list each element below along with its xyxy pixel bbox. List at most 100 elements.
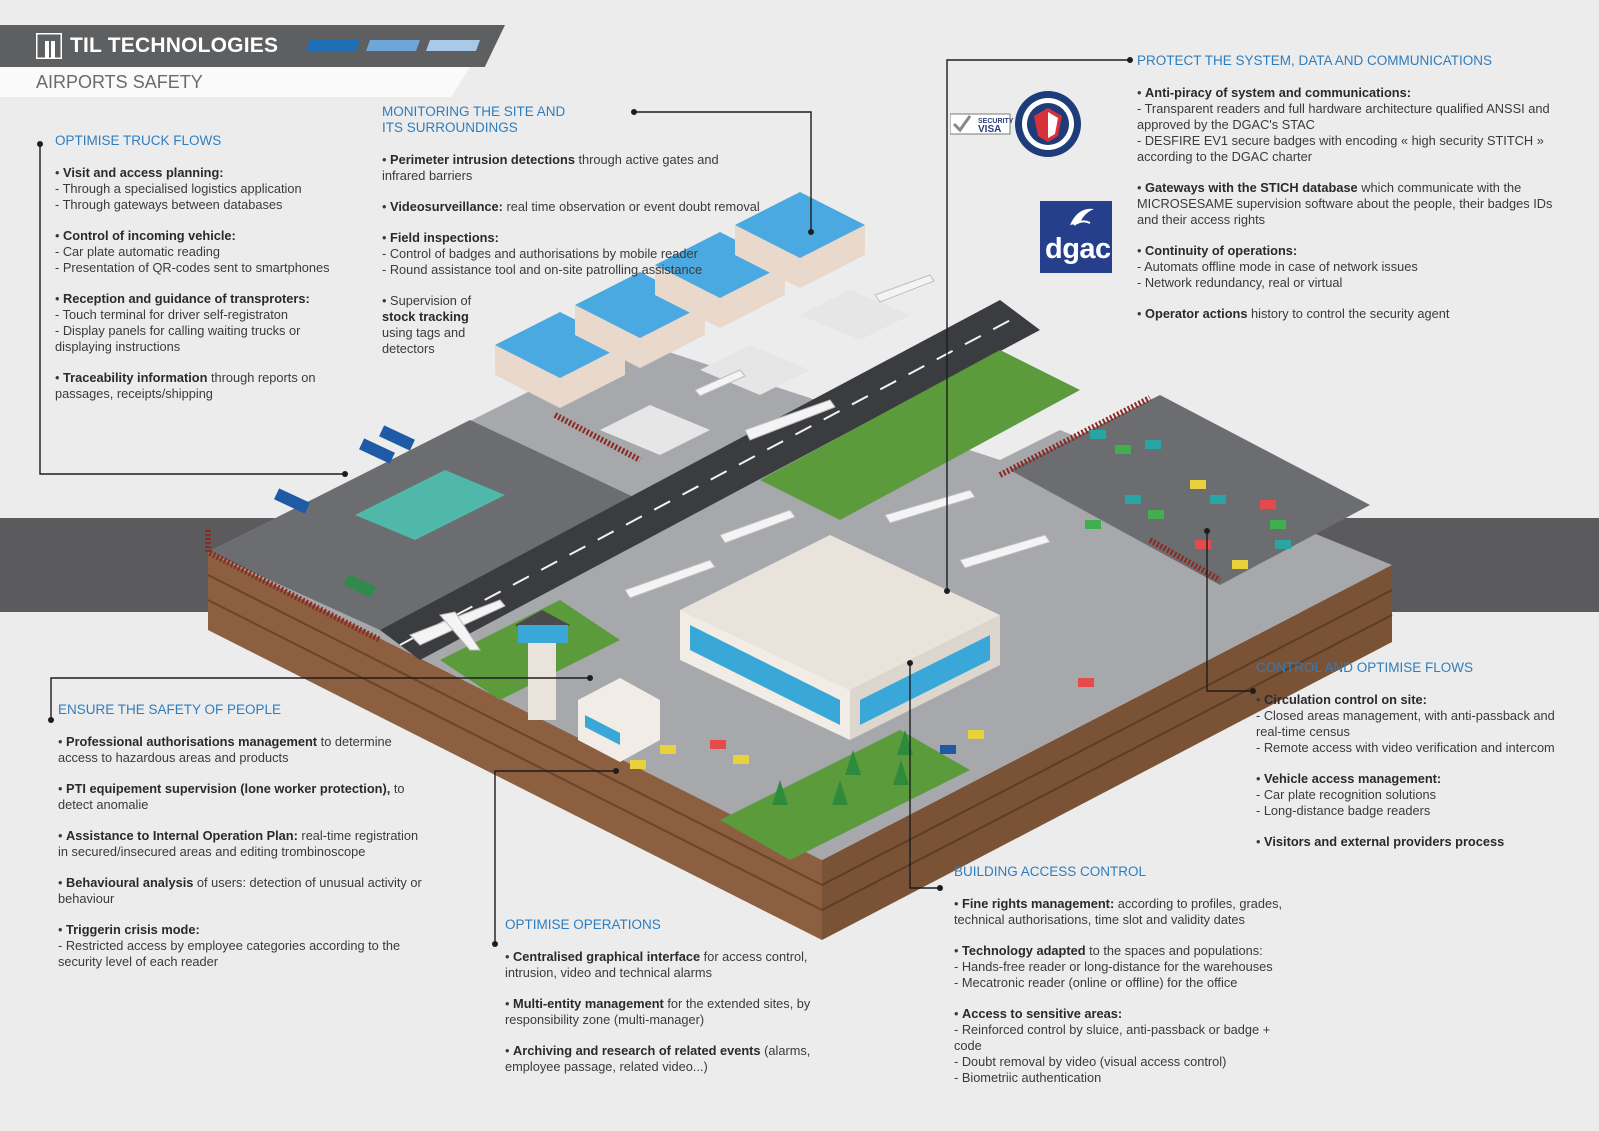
bullet-item: • Vehicle access management:- Car plate … — [1256, 771, 1576, 819]
block-title: ENSURE THE SAFETY OF PEOPLE — [58, 702, 282, 717]
bullet-subline: - Round assistance tool and on-site patr… — [382, 262, 703, 277]
leader-dot — [808, 229, 814, 235]
bullet-item: • Fine rights management: according to p… — [954, 896, 1284, 928]
stock-tracking-bold: stock tracking — [382, 309, 469, 324]
bullet-bold: Continuity of operations: — [1145, 243, 1298, 258]
bullet-item: • Triggerin crisis mode:- Restricted acc… — [58, 922, 428, 970]
bullet-subline: - Presentation of QR-codes sent to smart… — [55, 260, 330, 275]
bullet-bold: Visit and access planning: — [63, 165, 224, 180]
subtitle-bar — [0, 67, 470, 97]
bullet-subline: - Reinforced control by sluice, anti-pas… — [954, 1022, 1271, 1053]
bullet-subline: - Network redundancy, real or virtual — [1137, 275, 1343, 290]
bullet-subline: - Through gateways between databases — [55, 197, 283, 212]
bullet-lead: • Professional authorisations management… — [58, 734, 396, 765]
block-truck-flows: OPTIMISE TRUCK FLOWS • Visit and access p… — [55, 133, 345, 417]
bullet-item: • Archiving and research of related even… — [505, 1043, 825, 1075]
stock-tracking-rest: using tags and detectors — [382, 325, 466, 356]
accent-stripe — [365, 40, 421, 51]
leader-dot — [587, 675, 593, 681]
leader-dot — [907, 660, 913, 666]
bullet-item: • Control of incoming vehicle:- Car plat… — [55, 228, 345, 276]
block-safety-people: ENSURE THE SAFETY OF PEOPLE • Professiona… — [58, 702, 428, 985]
bullet-lead: • Visit and access planning: — [55, 165, 224, 180]
bullet-lead: • Access to sensitive areas: — [954, 1006, 1123, 1021]
bullet-bold: Visitors and external providers process — [1264, 834, 1505, 849]
bullet-lead: • Traceability information through repor… — [55, 370, 320, 401]
bullet-bold: Traceability information — [63, 370, 208, 385]
block-title: CONTROL AND OPTIMISE FLOWS — [1256, 660, 1474, 675]
bullet-subline: - Doubt removal by video (visual access … — [954, 1054, 1227, 1069]
block-title: OPTIMISE TRUCK FLOWS — [55, 133, 222, 148]
bullet-item: • Videosurveillance: real time observati… — [382, 199, 762, 215]
bullet-lead: • Multi-entity management for the extend… — [505, 996, 814, 1027]
bullet-subline: - Car plate automatic reading — [55, 244, 221, 259]
bullet-rest: which communicate with the MICROSESAME s… — [1137, 180, 1556, 227]
car-parking — [1010, 395, 1370, 585]
bullet-item: • Professional authorisations management… — [58, 734, 428, 766]
block-title: MONITORING THE SITE AND ITS SURROUNDINGS — [382, 104, 566, 135]
bullet-rest: for the extended sites, by responsibilit… — [505, 996, 814, 1027]
bullet-lead: • Continuity of operations: — [1137, 243, 1298, 258]
dgac-logo: dgac — [1040, 201, 1112, 273]
bullet-bold: Vehicle access management: — [1264, 771, 1442, 786]
bullet-item: • PTI equipement supervision (lone worke… — [58, 781, 428, 813]
bullet-lead: • Vehicle access management: — [1256, 771, 1442, 786]
bullet-item: • Reception and guidance of transproters… — [55, 291, 345, 355]
bullet-item: • Traceability information through repor… — [55, 370, 345, 402]
block-protect-system: PROTECT THE SYSTEM, DATA AND COMMUNICATI… — [1137, 53, 1567, 337]
leader-dot — [1204, 528, 1210, 534]
bullet-bold: Anti-piracy of system and communications… — [1145, 85, 1411, 100]
bullet-rest: (alarms, employee passage, related video… — [505, 1043, 814, 1074]
bullet-bold: Centralised graphical interface — [513, 949, 701, 964]
leader-dot — [492, 941, 498, 947]
bullet-lead: • Assistance to Internal Operation Plan:… — [58, 828, 422, 859]
bullet-rest: Supervision of — [390, 293, 475, 308]
bullet-lead: • Behavioural analysis of users: detecti… — [58, 875, 426, 906]
bullet-bold: Reception and guidance of transproters: — [63, 291, 310, 306]
block-title: PROTECT THE SYSTEM, DATA AND COMMUNICATI… — [1137, 53, 1493, 68]
leader-dot — [48, 717, 54, 723]
bullet-item: • Access to sensitive areas:- Reinforced… — [954, 1006, 1284, 1086]
bullet-rest: of users: detection of unusual activity … — [58, 875, 426, 906]
leader-lines — [39, 59, 1253, 944]
block-title: OPTIMISE OPERATIONS — [505, 917, 661, 932]
bullet-item: • Technology adapted to the spaces and p… — [954, 943, 1284, 991]
block-monitoring: MONITORING THE SITE AND ITS SURROUNDINGS… — [382, 104, 762, 372]
grass-front — [720, 730, 970, 860]
runway — [380, 300, 1040, 660]
security-visa-logo: SECURITY VISA — [949, 88, 1086, 162]
bullet-item: • Centralised graphical interface for ac… — [505, 949, 825, 981]
leader-dot — [631, 109, 637, 115]
page-subtitle: AIRPORTS SAFETY — [36, 72, 203, 92]
platform-side-left — [208, 552, 822, 940]
bullet-lead: • Visitors and external providers proces… — [1256, 834, 1505, 849]
bullet-subline: - Transparent readers and full hardware … — [1137, 101, 1550, 132]
bullet-rest: according to profiles, grades, technical… — [954, 896, 1286, 927]
bullet-lead: • Control of incoming vehicle: — [55, 228, 236, 243]
planes — [409, 274, 1051, 651]
bullet-subline: - Mecatronic reader (online or offline) … — [954, 975, 1238, 990]
visa-text-1: SECURITY — [978, 118, 1014, 125]
bullet-rest: for access control, intrusion, video and… — [505, 949, 812, 980]
bullet-bold: Control of incoming vehicle: — [63, 228, 236, 243]
bullet-bold: Archiving and research of related events — [513, 1043, 761, 1058]
bullet-item: • Gateways with the STICH database which… — [1137, 180, 1567, 228]
bullet-lead: • Perimeter intrusion detections through… — [382, 152, 723, 183]
bullet-item: • Circulation control on site:- Closed a… — [1256, 692, 1576, 756]
leader-dot — [37, 141, 43, 147]
bullet-rest: to determine access to hazardous areas a… — [58, 734, 396, 765]
block-building-access: BUILDING ACCESS CONTROL• Fine rights man… — [954, 864, 1284, 1101]
bullet-subline: - Restricted access by employee categori… — [58, 938, 401, 969]
bullet-bold: Professional authorisations management — [66, 734, 318, 749]
bullet-subline: - Biometriic authentication — [954, 1070, 1102, 1085]
bullet-lead: • Triggerin crisis mode: — [58, 922, 200, 937]
leader-dot — [342, 471, 348, 477]
bullet-bold: Access to sensitive areas: — [962, 1006, 1123, 1021]
bullet-lead: • Technology adapted to the spaces and p… — [954, 943, 1263, 958]
bullet-item: • Operator actions history to control th… — [1137, 306, 1567, 322]
bullet-subline: - Hands-free reader or long-distance for… — [954, 959, 1273, 974]
bullet-item: • Multi-entity management for the extend… — [505, 996, 825, 1028]
warehouses — [495, 192, 865, 408]
